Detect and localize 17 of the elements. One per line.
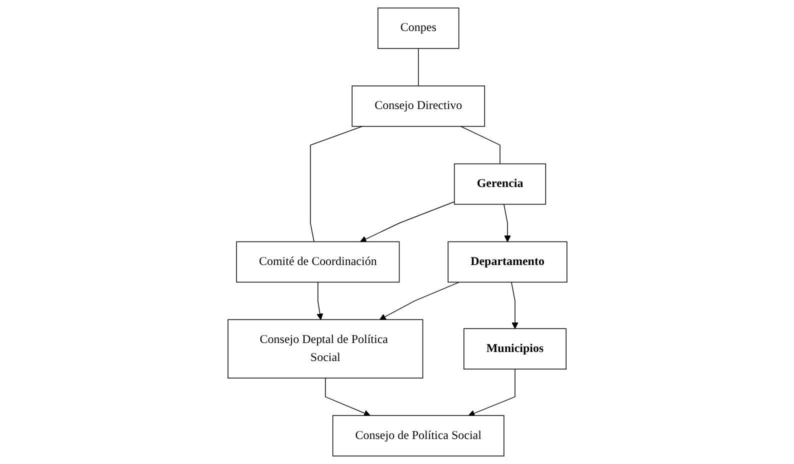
arrow bbox=[378, 282, 460, 320]
node-box: Consejo Deptal de Política Social bbox=[227, 319, 423, 378]
node-box: Consejo de Política Social bbox=[332, 415, 504, 456]
node-box: Comité de Coordinación bbox=[236, 241, 400, 283]
node-box: Municipios bbox=[463, 328, 566, 370]
arrow bbox=[510, 282, 518, 329]
connector bbox=[310, 126, 362, 242]
arrow bbox=[503, 204, 510, 242]
node-box: Gerencia bbox=[454, 163, 546, 205]
arrow bbox=[324, 378, 370, 416]
arrow bbox=[468, 368, 515, 416]
node-box: Conpes bbox=[377, 8, 459, 49]
arrow bbox=[316, 282, 323, 320]
node-box: Consejo Directivo bbox=[351, 86, 485, 127]
node-box: Departamento bbox=[447, 241, 567, 283]
connector bbox=[460, 126, 500, 164]
arrow bbox=[360, 201, 454, 242]
